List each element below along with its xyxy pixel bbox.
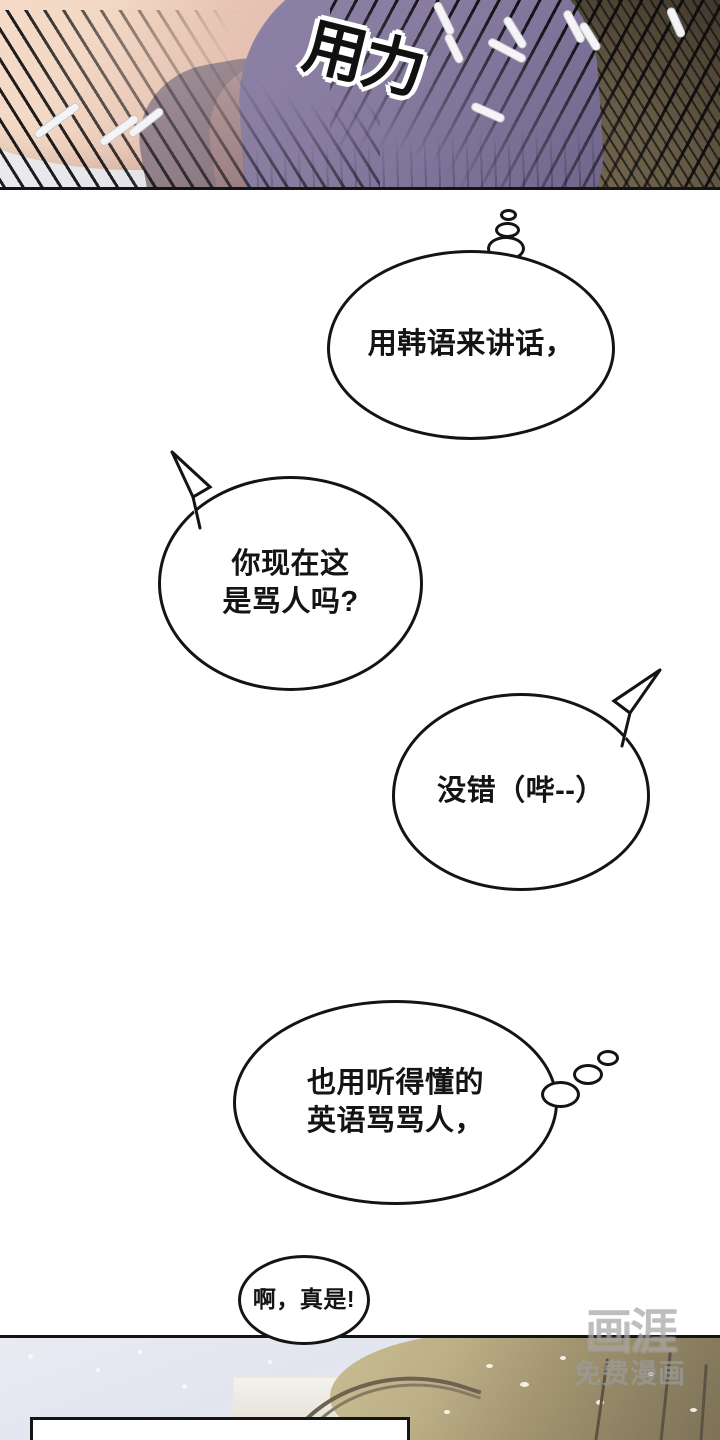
sparkle <box>560 1356 566 1360</box>
sparkle <box>520 1382 529 1387</box>
sparkle <box>28 1354 33 1359</box>
manhwa-panel-top: 用力 <box>0 0 720 190</box>
speech-bubble-2: 你现在这 是骂人吗? <box>158 476 423 691</box>
speed-lines-left <box>0 10 380 190</box>
bubble-text: 没错（哔--） <box>437 775 605 808</box>
sparkle <box>138 1350 142 1354</box>
bubble-text: 也用听得懂的 英语骂骂人， <box>306 1067 484 1137</box>
bubble-text: 用韩语来讲话， <box>367 328 575 361</box>
manhwa-panel-bottom <box>0 1335 720 1440</box>
speech-bubble-5: 啊，真是! <box>238 1255 370 1345</box>
bubble-text: 你现在这 是骂人吗? <box>222 548 359 618</box>
speech-tail-up-right <box>611 668 662 748</box>
sparkle <box>268 1360 272 1364</box>
bubble-text: 啊，真是! <box>252 1286 356 1313</box>
thought-dot-small <box>597 1050 619 1066</box>
speed-lines-right <box>330 0 720 190</box>
thought-dot-medium <box>573 1064 603 1085</box>
sparkle <box>96 1368 100 1372</box>
sparkle <box>486 1364 493 1368</box>
speech-tail-up-left <box>170 450 213 530</box>
thought-dot-large <box>541 1081 580 1108</box>
speech-bubble-3: 没错（哔--） <box>392 693 650 891</box>
caption-box <box>30 1417 410 1440</box>
thought-bubble-4: 也用听得懂的 英语骂骂人， <box>233 1000 558 1205</box>
sparkle <box>182 1384 187 1389</box>
thought-bubble-1: 用韩语来讲话， <box>327 250 615 440</box>
sparkle <box>444 1410 450 1414</box>
sparkle <box>648 1372 654 1376</box>
thought-dot-small <box>500 209 517 221</box>
sparkle <box>690 1408 697 1412</box>
panel-bottom-border <box>0 187 720 190</box>
